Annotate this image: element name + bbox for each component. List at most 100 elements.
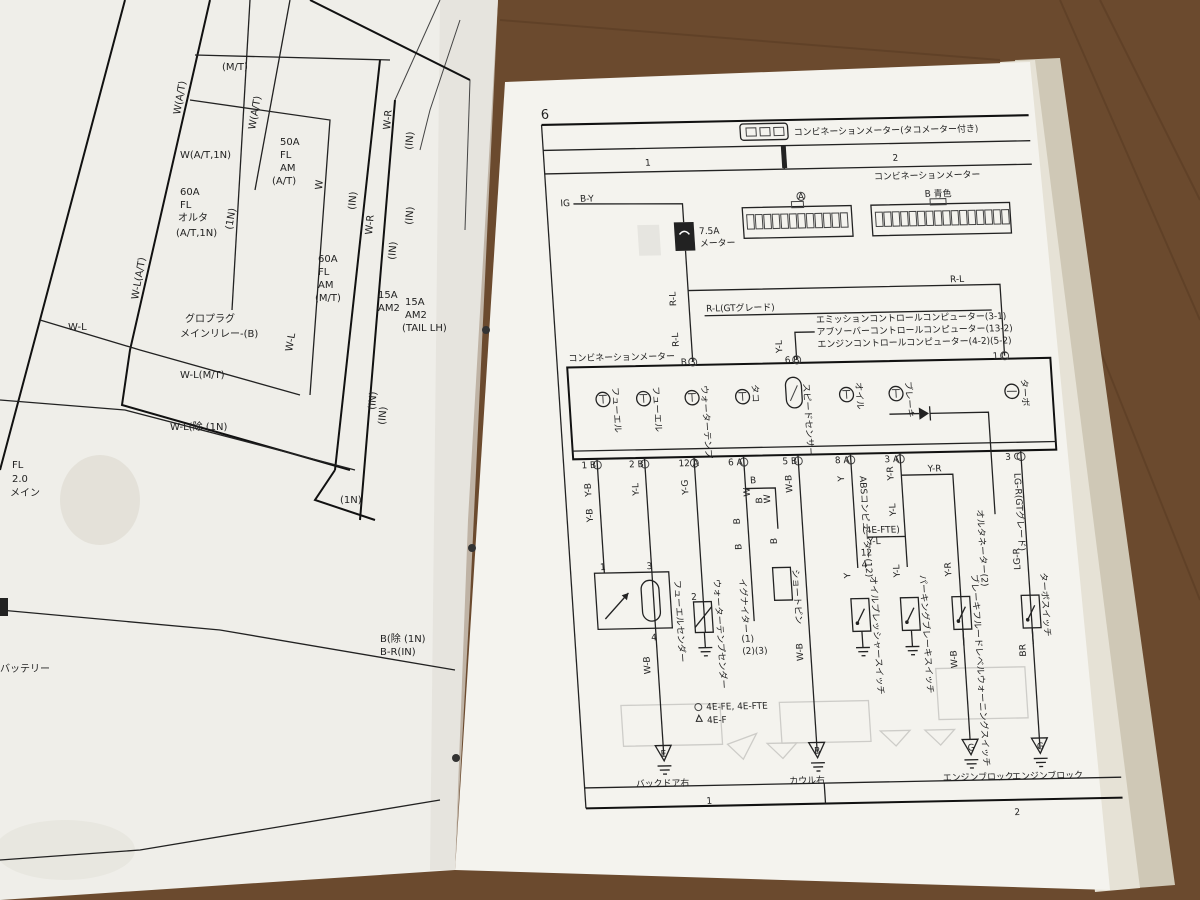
- grid-bottom-1: 1: [706, 797, 712, 807]
- left-label-9: FL: [180, 200, 192, 211]
- left-label-3: 50A: [280, 137, 300, 148]
- fuse-name: メーター: [700, 238, 736, 250]
- bottom-pin-6: 3 A: [884, 455, 900, 465]
- left-label-40: 2.0: [12, 474, 28, 485]
- left-label-33: (TAIL LH): [402, 323, 447, 334]
- connector-a-letter: A: [798, 192, 806, 202]
- lower-wire-19: Y-L: [892, 564, 903, 578]
- left-label-39: FL: [12, 460, 24, 471]
- lower-wire-routing: [596, 450, 1041, 756]
- left-label-18: W-L: [68, 322, 87, 333]
- left-label-28: AM2: [378, 303, 400, 314]
- left-label-16: メインリレー-(B): [180, 329, 258, 340]
- ground-letter-1: B: [814, 747, 821, 757]
- sender-pin-3: 4: [651, 633, 658, 643]
- lower-wire-24: W-B: [643, 656, 654, 674]
- component-label-9: ターボスイッチ: [1038, 572, 1053, 636]
- left-label-31: 15A: [405, 297, 425, 308]
- left-label-38: (1N): [340, 495, 362, 506]
- lower-wire-29: 12: [861, 548, 873, 558]
- meter-items: フューエルフューエルウォーターテンプタコスピードセンサーオイルブレーキターボ: [595, 376, 1031, 458]
- wire-yl-top: Y-L: [775, 340, 786, 354]
- wire-rl-2: R-L: [671, 332, 682, 347]
- left-label-8: 60A: [180, 187, 200, 198]
- lower-wire-21: W-B: [949, 650, 960, 668]
- ignitor-pin-1: (1): [741, 634, 754, 644]
- meter-item-2: ウォーターテンプ: [698, 385, 714, 458]
- ignitor: (1) (2)(3): [741, 634, 768, 657]
- left-label-17: W-L(M/T): [180, 370, 225, 381]
- left-label-4: FL: [280, 150, 292, 161]
- computer-ref-3: エンジンコントロールコンピューター(4-2)(5-2): [817, 335, 1012, 350]
- ground-letter-2: G: [967, 743, 975, 753]
- ground-label-3: エンジンブロック: [1012, 769, 1084, 783]
- left-label-43: B-R(IN): [380, 647, 416, 658]
- lower-wire-3: B: [750, 476, 757, 486]
- left-label-26: (IN): [347, 191, 360, 210]
- left-label-30: (IN): [404, 131, 417, 150]
- left-label-7: W(A/T,1N): [180, 150, 231, 161]
- computer-ref-1: エミッションコントロールコンピューター(3-1): [816, 311, 1007, 326]
- lower-wire-20: Y-R: [944, 561, 955, 577]
- lower-wire-0: Y-B: [584, 483, 595, 498]
- left-page-gutter-shadow: [430, 0, 498, 870]
- lower-wire-26: Y-B: [585, 508, 596, 523]
- switch-2: [951, 595, 973, 646]
- fuel-sender: [593, 571, 674, 631]
- ignitor-pin-23: (2)(3): [742, 646, 768, 657]
- left-label-41: メイン: [10, 488, 40, 499]
- left-label-0: (M/T): [222, 62, 248, 73]
- meter-item-5: オイル: [853, 382, 866, 410]
- combination-meter-box: [566, 356, 1058, 461]
- switches: [850, 594, 1042, 657]
- lower-wire-10: W: [763, 494, 773, 503]
- left-label-11: (A/T,1N): [176, 228, 217, 239]
- meter-item-6: ブレーキ: [902, 381, 916, 418]
- computer-ref-2: アブソーバーコントロールコンピューター(13-2): [816, 322, 1013, 338]
- meter-item-1: フューエル: [650, 386, 663, 432]
- left-label-13: W: [314, 179, 326, 190]
- ground-letter-0: E: [660, 750, 667, 760]
- meter-top-pin-0: B 3: [681, 358, 696, 368]
- left-label-29: W-R: [382, 109, 395, 130]
- left-label-24: W-L: [284, 332, 298, 353]
- bottom-pin-5: 8 A: [835, 456, 851, 466]
- lower-wire-25: W-B: [795, 643, 806, 661]
- wire-rl-right: R-L: [950, 275, 965, 285]
- lower-wire-13: B: [770, 538, 780, 545]
- meter-item-0: フューエル: [609, 387, 622, 433]
- left-wiring-diagram: [0, 0, 471, 861]
- fuse-7-5a: [673, 221, 696, 251]
- left-label-23: (M/T): [315, 293, 341, 304]
- bottom-pin-7: 3 C: [1005, 452, 1020, 462]
- legend-circle: 4E-FE, 4E-FTE: [706, 702, 768, 713]
- top-connector-icon: [739, 122, 789, 141]
- left-label-44: バッテリー: [0, 663, 50, 675]
- left-label-25: W-R: [364, 214, 377, 235]
- water-temp-sender: [692, 600, 714, 657]
- left-label-32: AM2: [405, 310, 427, 321]
- lower-wire-11: B: [733, 518, 743, 525]
- lower-wire-2: Y-G: [681, 479, 692, 495]
- left-label-5: AM: [280, 163, 295, 174]
- binder-holes: [452, 326, 490, 762]
- wire-rl-1: R-L: [668, 292, 679, 307]
- top-connector-label: コンビネーションメーター(タコメーター付き): [793, 123, 978, 138]
- lower-wire-30: 4: [861, 561, 868, 571]
- sender-pin-2: 2: [691, 593, 697, 603]
- meter-top-pin-2: 1 C: [992, 352, 1007, 362]
- grid-bottom-2: 2: [1014, 808, 1020, 818]
- wire-by: B-Y: [580, 194, 595, 204]
- lower-wire-22: LG-R: [1012, 547, 1023, 570]
- left-label-37: (IN): [367, 391, 380, 410]
- left-label-36: (IN): [377, 406, 390, 425]
- lower-wire-17: Y-L: [867, 537, 881, 547]
